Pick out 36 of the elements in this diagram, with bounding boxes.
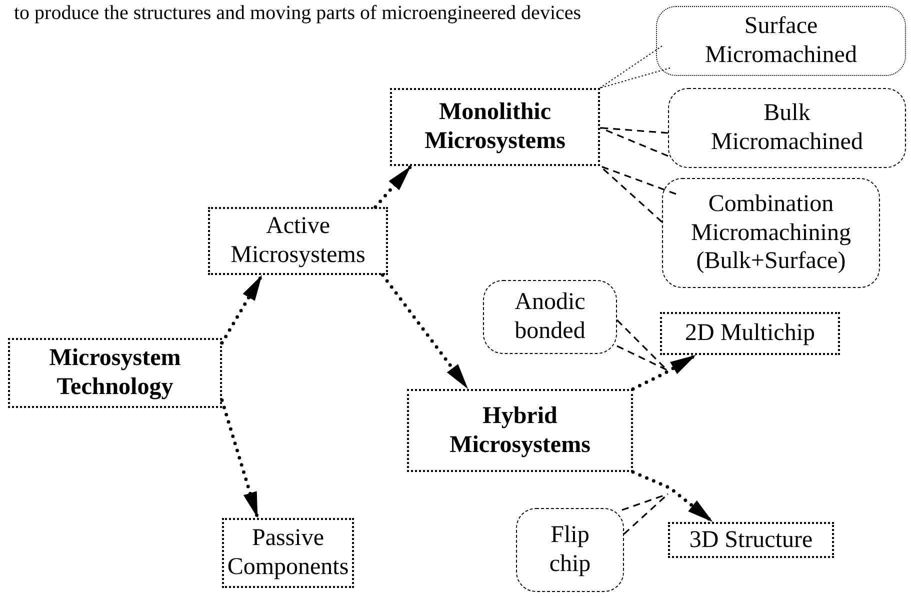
process-box [8,338,222,408]
process-box [668,522,834,558]
node-label: Combination Micromachining (Bulk+Surface) [690,190,852,276]
process-box [208,207,388,275]
process-box [390,88,600,166]
node-label: Passive Components [226,524,350,582]
callout-bubble [662,178,880,288]
leader-line [599,165,677,223]
arrow [631,353,698,391]
leader-line [621,493,669,535]
arrow [220,273,264,345]
node-label: 2D Multichip [685,319,815,348]
callout-bubble [516,508,624,592]
process-box [222,518,354,588]
node-label: 3D Structure [689,526,813,554]
node-label: Flip chip [548,521,592,579]
leader-line [599,126,669,157]
arrow [374,164,413,209]
node-label: Bulk Micromachined [710,99,864,157]
process-box [660,312,840,355]
node-label: Monolithic Microsystems [424,98,566,156]
note-text: to produce the structures and moving parts of microengineered devices [14,2,582,25]
callout-bubble [668,88,906,168]
node-label: Active Microsystems [230,212,366,270]
arrow [380,273,470,391]
arrow [631,470,715,524]
node-label: Surface Micromachined [704,12,858,70]
node-label: Microsystem Technology [48,344,182,402]
leader-line [600,46,670,88]
leader-line [616,319,668,371]
callout-bubble [483,280,617,354]
process-box [407,389,633,472]
node-label: Anodic bonded [514,288,586,346]
callout-bubble [656,6,906,76]
arrow [220,398,260,520]
node-label: Hybrid Microsystems [448,402,592,460]
